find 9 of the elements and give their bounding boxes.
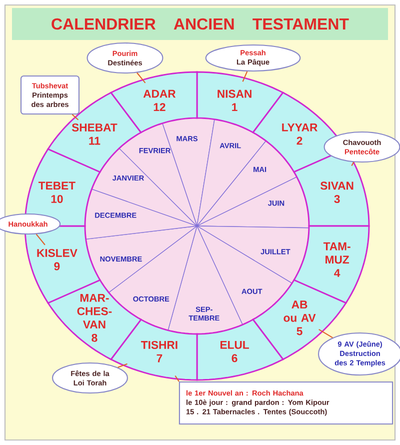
leader-line [72, 114, 79, 120]
leader-line [242, 71, 248, 82]
leader-line [174, 375, 180, 382]
title-banner: CALENDRIER ANCIEN TESTAMENT [12, 8, 388, 40]
leader-line [351, 162, 354, 166]
leader-line [118, 363, 128, 368]
leader-line [136, 72, 146, 84]
leader-line [36, 234, 46, 246]
leader-line [318, 328, 333, 338]
